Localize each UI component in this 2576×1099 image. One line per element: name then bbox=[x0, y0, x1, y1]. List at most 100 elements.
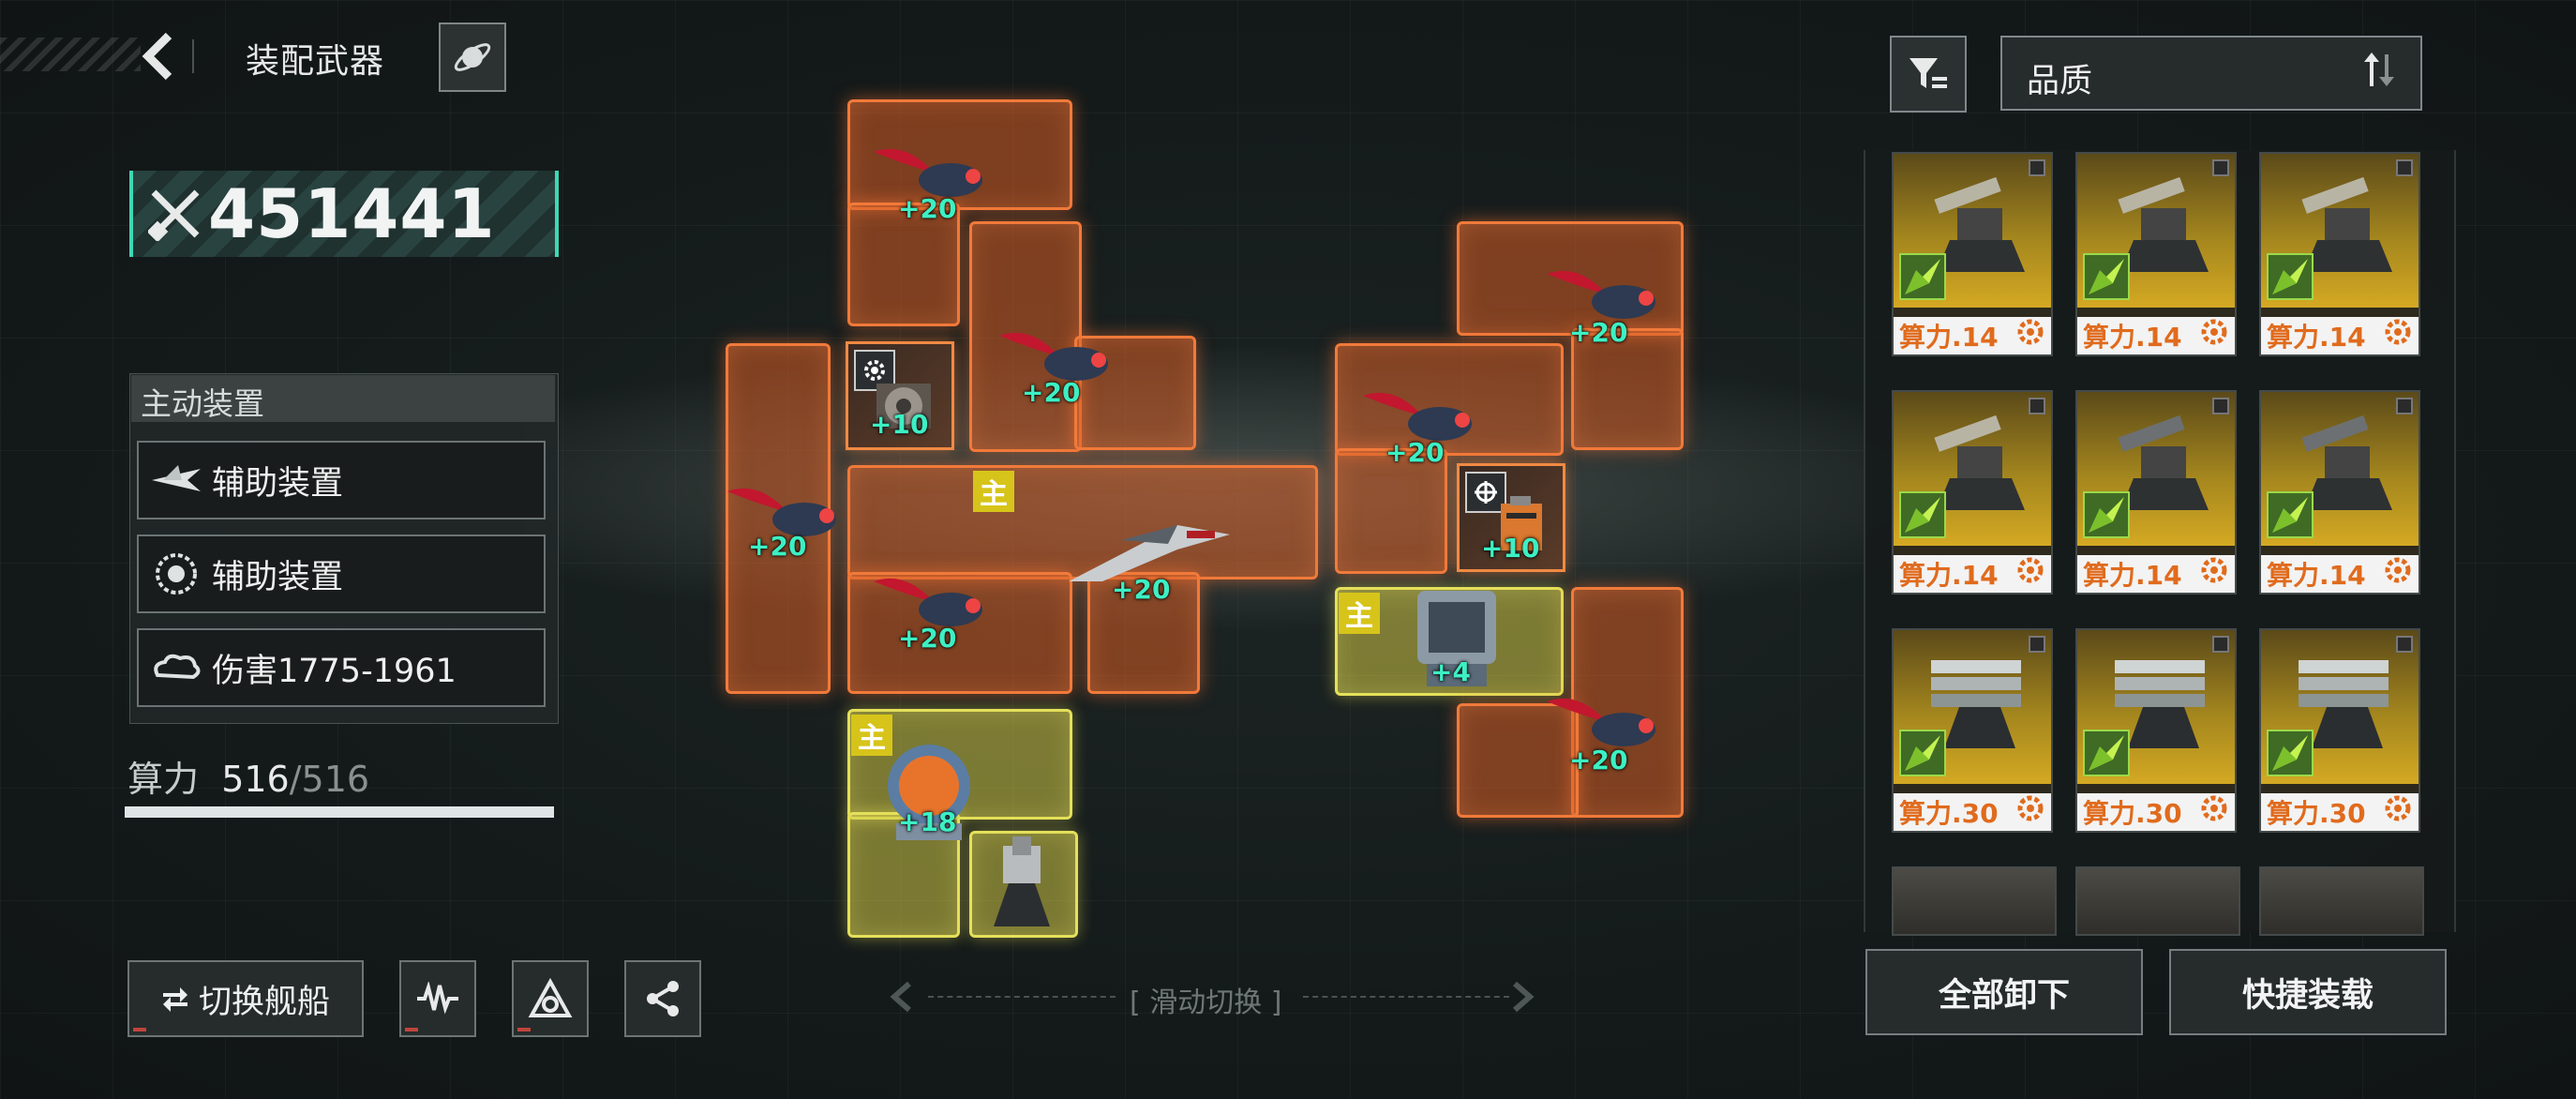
weapon-slot[interactable] bbox=[1457, 703, 1579, 818]
crosshair-badge-icon bbox=[1465, 472, 1506, 513]
device-slot-1[interactable]: 辅助装置 bbox=[137, 441, 546, 519]
inventory-item-partial[interactable] bbox=[2259, 866, 2424, 936]
item-cost: 算力.14 bbox=[1899, 322, 1999, 353]
inventory-item[interactable]: 算力.14 bbox=[2075, 390, 2237, 595]
quick-equip-button[interactable]: 快捷装载 bbox=[2169, 949, 2447, 1035]
triangle-swirl-button[interactable] bbox=[512, 960, 589, 1037]
module-tile[interactable] bbox=[1457, 463, 1565, 572]
share-button[interactable] bbox=[624, 960, 701, 1037]
inventory-item[interactable]: 算力.30 bbox=[1892, 628, 2053, 833]
leaf-type-icon bbox=[2083, 730, 2130, 776]
weapon-slot[interactable] bbox=[847, 203, 960, 326]
select-checkbox[interactable] bbox=[2029, 398, 2045, 414]
calc-label: 算力 bbox=[127, 759, 200, 800]
swipe-dash-line bbox=[928, 996, 1116, 1000]
filter-button[interactable] bbox=[1890, 36, 1967, 113]
item-cost: 算力.30 bbox=[2083, 798, 2182, 829]
select-checkbox[interactable] bbox=[2212, 636, 2229, 653]
select-checkbox[interactable] bbox=[2029, 159, 2045, 176]
back-button[interactable] bbox=[131, 28, 187, 84]
weapon-slot[interactable] bbox=[847, 465, 1318, 580]
drone-weapon-icon bbox=[874, 148, 982, 197]
unload-all-button[interactable]: 全部卸下 bbox=[1865, 949, 2143, 1035]
jet-icon bbox=[146, 461, 206, 499]
drone-weapon-icon bbox=[727, 488, 836, 536]
module-tile[interactable] bbox=[846, 341, 954, 450]
weapon-slot[interactable] bbox=[1571, 328, 1684, 450]
calc-progress-bar bbox=[125, 806, 554, 818]
item-cost-bar: 算力.14 bbox=[2261, 555, 2419, 593]
select-checkbox[interactable] bbox=[2212, 159, 2229, 176]
drone-weapon-icon bbox=[1363, 392, 1472, 441]
slot-bonus: +20 bbox=[1569, 745, 1628, 775]
cannon-weapon-icon bbox=[2301, 176, 2392, 272]
switch-ship-button[interactable]: 切换舰船 bbox=[127, 960, 364, 1037]
swipe-left-arrow[interactable] bbox=[889, 981, 915, 1016]
leaf-type-icon bbox=[2267, 491, 2314, 538]
waveform-button[interactable] bbox=[399, 960, 476, 1037]
weapon-slot[interactable] bbox=[1335, 448, 1447, 574]
item-cost-bar: 算力.14 bbox=[2261, 317, 2419, 354]
header-stripes bbox=[0, 38, 141, 71]
button-red-marker bbox=[133, 1028, 146, 1031]
fan-module-icon bbox=[876, 384, 931, 429]
swipe-text: 滑动切换 bbox=[1149, 986, 1263, 1019]
gatling-weapon-icon bbox=[1931, 660, 2021, 748]
leaf-type-icon bbox=[2083, 253, 2130, 300]
leaf-type-icon bbox=[1899, 491, 1946, 538]
device-slot-3[interactable]: 伤害1775-1961 bbox=[137, 628, 546, 707]
cannon-weapon-icon bbox=[2118, 176, 2209, 272]
gear-icon bbox=[2385, 795, 2411, 825]
inventory-item[interactable]: 算力.14 bbox=[2259, 152, 2420, 356]
chevron-left-icon bbox=[142, 32, 172, 81]
sort-dropdown[interactable] bbox=[2000, 36, 2422, 111]
leaf-type-icon bbox=[1899, 730, 1946, 776]
select-checkbox[interactable] bbox=[2212, 398, 2229, 414]
device-slot-2[interactable]: 辅助装置 bbox=[137, 534, 546, 613]
item-cost-bar: 算力.30 bbox=[2077, 793, 2235, 831]
planet-button[interactable] bbox=[439, 23, 506, 92]
inventory-item[interactable]: 算力.14 bbox=[1892, 390, 2053, 595]
gear-icon bbox=[2201, 795, 2227, 825]
leaf-type-icon bbox=[2267, 253, 2314, 300]
calc-used: 516 bbox=[221, 759, 290, 800]
leaf-type-icon bbox=[2083, 491, 2130, 538]
weapon-slot[interactable] bbox=[847, 572, 1072, 694]
fighter-ship-icon bbox=[1069, 525, 1230, 581]
gear-icon bbox=[2017, 557, 2044, 587]
device-label: 辅助装置 bbox=[212, 558, 344, 596]
gatling-weapon-icon bbox=[2299, 660, 2389, 748]
inventory-item-partial[interactable] bbox=[1892, 866, 2057, 936]
radial-icon bbox=[146, 551, 206, 596]
select-checkbox[interactable] bbox=[2396, 636, 2413, 653]
waveform-icon bbox=[417, 982, 458, 1015]
drone-weapon-icon bbox=[1547, 270, 1655, 319]
gear-icon bbox=[2017, 795, 2044, 825]
sort-icon[interactable] bbox=[2360, 51, 2398, 92]
device-label: 辅助装置 bbox=[212, 464, 344, 503]
filter-icon bbox=[1910, 58, 1947, 88]
select-checkbox[interactable] bbox=[2396, 159, 2413, 176]
cannon-weapon-icon bbox=[2301, 414, 2392, 510]
swipe-label: [ 滑动切换 ] bbox=[1130, 986, 1282, 1019]
inventory-item[interactable]: 算力.30 bbox=[2075, 628, 2237, 833]
item-cost-bar: 算力.14 bbox=[1894, 317, 2051, 354]
gear-icon bbox=[2201, 557, 2227, 587]
swipe-right-arrow[interactable] bbox=[1509, 981, 1535, 1016]
slot-bonus: +20 bbox=[1022, 377, 1081, 408]
reactor-core-icon bbox=[888, 745, 970, 840]
inventory-item[interactable]: 算力.30 bbox=[2259, 628, 2420, 833]
select-checkbox[interactable] bbox=[2396, 398, 2413, 414]
inventory-item[interactable]: 算力.14 bbox=[2259, 390, 2420, 595]
inventory-item[interactable]: 算力.14 bbox=[2075, 152, 2237, 356]
cannon-weapon-icon bbox=[1934, 414, 2025, 510]
battery-module-icon bbox=[1501, 496, 1542, 550]
slot-bonus: +4 bbox=[1430, 656, 1471, 687]
select-checkbox[interactable] bbox=[2029, 636, 2045, 653]
inventory-item[interactable]: 算力.14 bbox=[1892, 152, 2053, 356]
sort-label: 品质 bbox=[2027, 63, 2093, 100]
item-cost-bar: 算力.30 bbox=[2261, 793, 2419, 831]
weapon-slot[interactable] bbox=[1087, 572, 1200, 694]
inventory-item-partial[interactable] bbox=[2075, 866, 2240, 936]
swipe-dash-line bbox=[1303, 996, 1509, 1000]
